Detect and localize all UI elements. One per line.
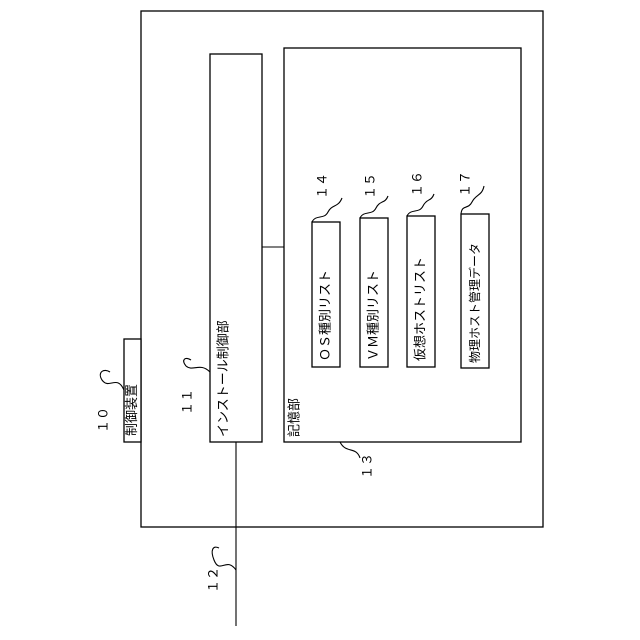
control-device-ref: １０: [97, 407, 112, 433]
virtual-host-list-ref: １６: [411, 171, 426, 197]
storage-ref: １３: [361, 453, 376, 479]
virtual-host-list-label: 仮想ホストリスト: [413, 257, 429, 361]
physical-host-data-label: 物理ホスト管理データ: [467, 243, 482, 363]
os-type-list-label: ＯＳ種別リスト: [318, 270, 334, 361]
os-type-list-ref: １４: [316, 173, 331, 199]
physical-host-data-ref: １７: [459, 171, 474, 197]
install-controller-label: インストール制御部: [217, 320, 232, 437]
vm-type-list-label: ＶＭ種別リスト: [366, 270, 382, 361]
vm-type-list-ref: １５: [364, 173, 379, 199]
control-device-leader: [100, 370, 124, 390]
network-leader: [212, 547, 236, 570]
control-device-label: 制御装置: [125, 384, 140, 436]
network-ref: １２: [207, 567, 222, 593]
install-controller-ref: １１: [181, 389, 196, 415]
storage-label: 記憶部: [287, 398, 303, 437]
